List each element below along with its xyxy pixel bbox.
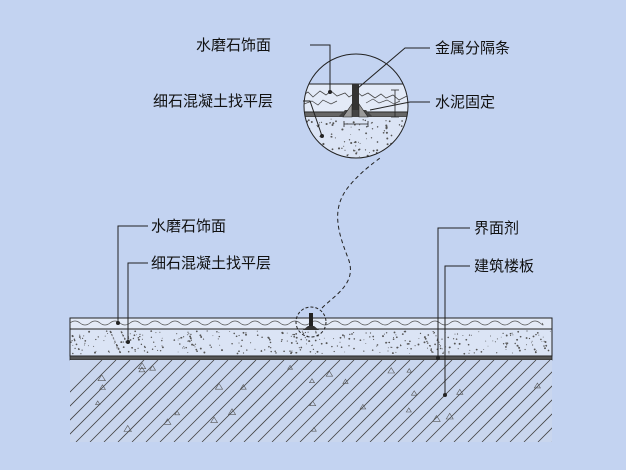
metal-strip-base xyxy=(303,326,319,330)
concrete-aggregate xyxy=(70,330,551,355)
detail-callout xyxy=(303,53,409,159)
slab-aggregate xyxy=(94,362,541,432)
label-detail-fine-concrete: 细石混凝土找平层 xyxy=(153,92,273,110)
slab-hatch xyxy=(70,360,552,442)
label-floor-slab: 建筑楼板 xyxy=(474,257,534,275)
floor-section xyxy=(69,306,553,442)
floor-slab xyxy=(70,360,552,442)
callout-connector xyxy=(321,157,381,309)
labels: 水磨石饰面 细石混凝土找平层 金属分隔条 水泥固定 水磨石饰面 细石混凝土找平层… xyxy=(151,36,534,275)
callout-circle-small xyxy=(295,306,327,338)
metal-divider-strip xyxy=(309,313,313,330)
label-interface-agent: 界面剂 xyxy=(474,219,519,237)
label-cement-fix: 水泥固定 xyxy=(435,93,495,111)
interface-agent-layer xyxy=(69,355,553,361)
label-metal-strip: 金属分隔条 xyxy=(435,39,510,57)
leader-lines xyxy=(116,44,470,397)
label-fine-concrete: 细石混凝土找平层 xyxy=(151,254,271,272)
label-terrazzo: 水磨石饰面 xyxy=(151,217,226,235)
label-detail-terrazzo: 水磨石饰面 xyxy=(196,36,271,54)
